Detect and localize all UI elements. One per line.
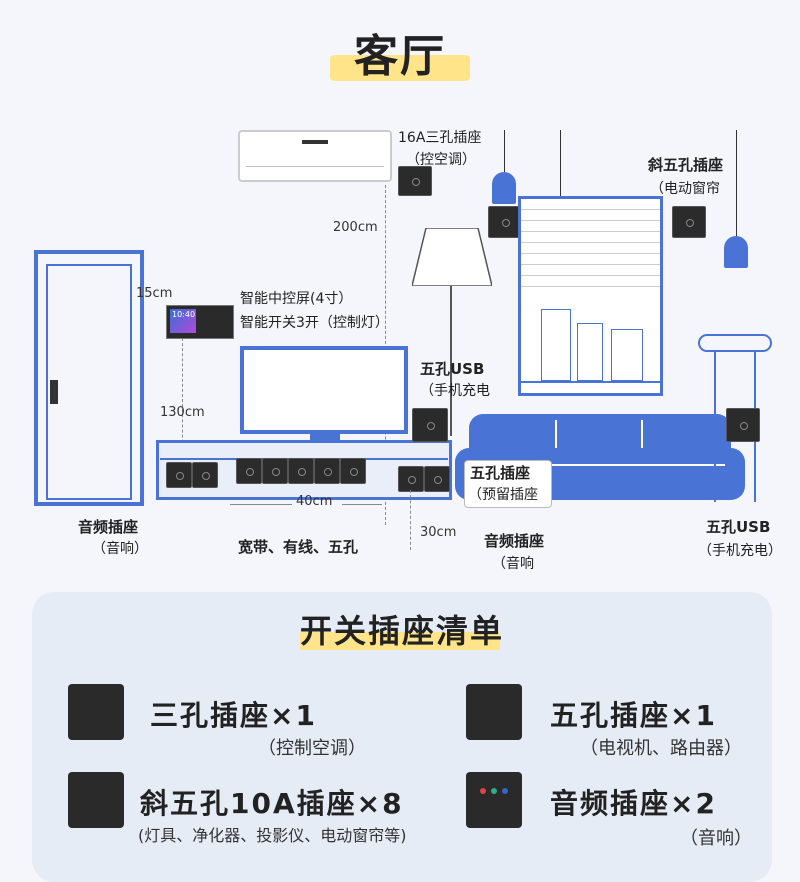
oblique-socket-sub: （电动窗帘 — [650, 181, 720, 197]
oblique-socket-2 — [672, 206, 706, 238]
list-title-highlight — [300, 632, 500, 650]
usb-right-sub: （手机充电） — [698, 543, 782, 559]
audio-socket-icon — [466, 772, 522, 828]
pendant-cord-3 — [736, 130, 737, 240]
list-item-name-2: 五孔插座×1 — [550, 699, 717, 732]
usb-right-label: 五孔USB — [706, 518, 771, 536]
floor-lamp-shade — [411, 227, 493, 287]
cabinet-socket-1 — [166, 462, 192, 488]
reserve-label-box — [464, 460, 552, 508]
cabinet-socket-2 — [236, 458, 262, 484]
reserve-socket-sub: （预留插座 — [468, 487, 538, 503]
height-15-label: 15cm — [136, 286, 173, 301]
audio-left-label: 音频插座 — [78, 518, 139, 536]
pendant-cord-1 — [504, 130, 505, 175]
list-item-name-4: 音频插座×2 — [550, 787, 717, 820]
smart-screen-label: 智能中控屏(4寸） — [240, 291, 353, 307]
reserve-socket-label: 五孔插座 — [470, 464, 531, 482]
cabinet-socket-3 — [262, 458, 288, 484]
page-title: 客厅 — [354, 31, 446, 82]
audio-mid-label: 音频插座 — [484, 532, 545, 550]
smart-switch-label: 智能开关3开（控制灯） — [240, 315, 389, 331]
cabinet-socket-7 — [398, 466, 424, 492]
height-30-label: 30cm — [420, 525, 457, 540]
list-item-sub-2: （电视机、路由器） — [580, 738, 742, 759]
usb-right-socket — [726, 408, 760, 442]
floor-lamp-pole — [450, 286, 452, 436]
tv-stand — [310, 434, 340, 442]
window — [518, 196, 663, 396]
height-200-label: 200cm — [333, 220, 378, 235]
ac-socket-sub: （控空调） — [406, 152, 476, 168]
list-item-name-3: 斜五孔10A插座×8 — [140, 787, 404, 820]
door-handle — [50, 380, 58, 404]
usb-left-label: 五孔USB — [420, 360, 485, 378]
cabinet-socket-6 — [340, 458, 366, 484]
width-40-line-left — [230, 504, 292, 505]
list-item-sub-3: (灯具、净化器、投影仪、电动窗帘等) — [138, 826, 407, 845]
pendant-cord-2 — [560, 130, 561, 210]
ac-socket — [398, 166, 432, 196]
pendant-lamp-3 — [724, 236, 748, 268]
cabinet-socket-4 — [288, 458, 314, 484]
cabinet-socket-5 — [314, 458, 340, 484]
oblique-socket-label: 斜五孔插座 — [648, 156, 724, 174]
audio-left-sub: （音响） — [92, 541, 148, 557]
broadband-label: 宽带、有线、五孔 — [238, 538, 359, 556]
height-130-label: 130cm — [160, 405, 205, 420]
title-highlight — [330, 55, 470, 81]
cabinet-audio-socket — [192, 462, 218, 488]
pendant-lamp-1 — [492, 172, 516, 204]
cabinet-socket-8 — [424, 466, 450, 492]
width-40-line-right — [342, 504, 382, 505]
three-hole-socket-icon — [68, 684, 124, 740]
screen-time: 10:40 — [172, 310, 196, 319]
smart-control-screen: 10:40 — [166, 305, 234, 339]
oblique-socket-icon — [68, 772, 124, 828]
height-30-line — [410, 490, 411, 550]
usb-left-socket — [412, 408, 448, 442]
width-40-label: 40cm — [296, 494, 333, 509]
tv — [240, 346, 408, 434]
oblique-socket-1 — [488, 206, 522, 238]
list-item-name-1: 三孔插座×1 — [150, 699, 317, 732]
door — [34, 250, 144, 506]
list-title: 开关插座清单 — [299, 612, 504, 650]
list-item-sub-1: （控制空调） — [258, 738, 366, 759]
air-conditioner — [238, 130, 392, 182]
height-130-line — [182, 338, 183, 458]
ac-socket-label: 16A三孔插座 — [398, 130, 482, 146]
usb-left-sub: （手机充电 — [420, 383, 490, 399]
five-hole-socket-icon — [466, 684, 522, 740]
list-item-sub-4: （音响） — [680, 828, 752, 849]
audio-mid-sub: （音响 — [492, 556, 534, 572]
